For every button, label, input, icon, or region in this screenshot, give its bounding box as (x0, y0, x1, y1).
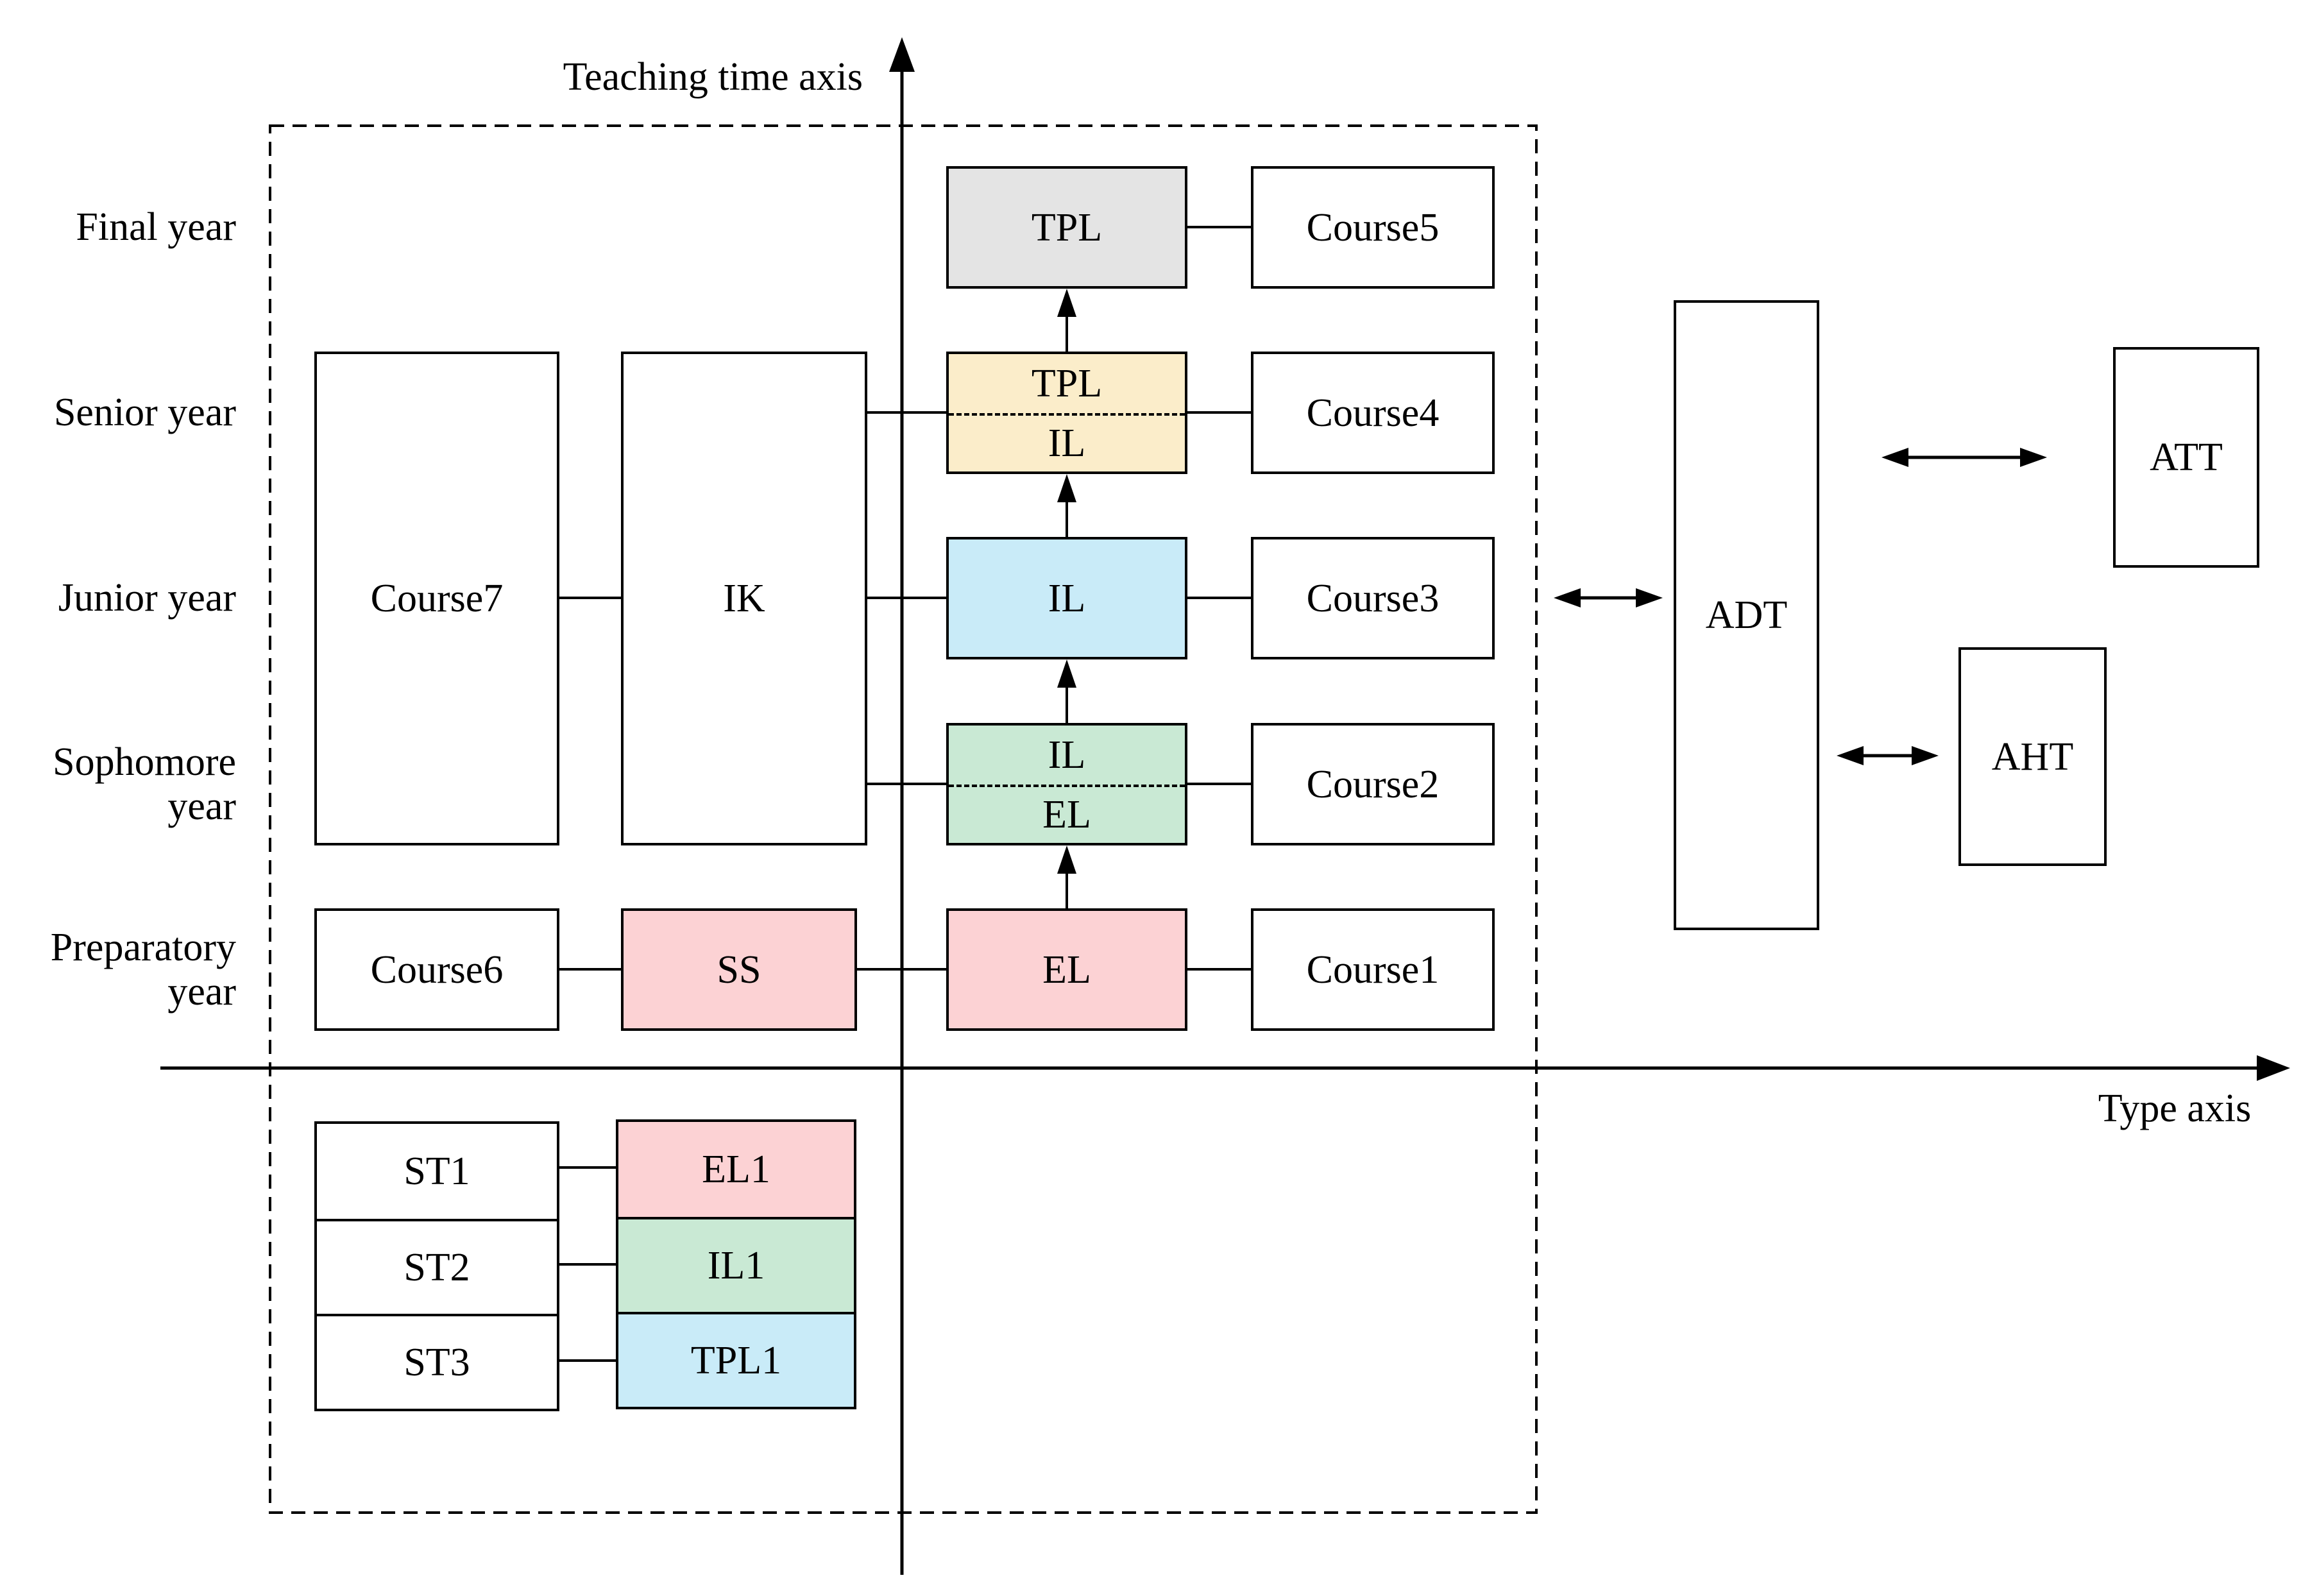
year-label-final: Final year (76, 205, 236, 249)
box-course1: Course1 (1251, 908, 1495, 1031)
box-st1: ST1 (403, 1150, 470, 1193)
year-label-sophomore: Sophomore year (53, 740, 236, 829)
box-sophomore-il-el: IL EL (946, 723, 1187, 845)
horizontal-connectors (559, 226, 1251, 1362)
box-senior-il-label: IL (949, 412, 1185, 472)
type-axis-label: Type axis (2098, 1087, 2252, 1130)
double-arrow-adt-aht (1837, 746, 1939, 765)
box-tpl1: TPL1 (618, 1311, 854, 1407)
box-el1: EL1 (618, 1122, 854, 1217)
box-course3: Course3 (1251, 537, 1495, 659)
box-tpl-final: TPL (946, 166, 1187, 289)
box-course7: Course7 (314, 352, 559, 845)
box-st2: ST2 (317, 1219, 557, 1314)
box-adt: ADT (1674, 300, 1819, 930)
teaching-time-axis-line (889, 37, 915, 1575)
box-il1: IL1 (618, 1217, 854, 1312)
box-st3: ST3 (317, 1313, 557, 1409)
box-aht: AHT (1958, 647, 2107, 866)
double-arrow-adt-att (1882, 448, 2047, 467)
box-senior-tpl-il: TPL IL (946, 352, 1187, 474)
box-course2: Course2 (1251, 723, 1495, 845)
upward-progression-arrows (1057, 289, 1076, 908)
box-ik: IK (621, 352, 867, 845)
year-label-preparatory: Preparatory year (50, 926, 236, 1014)
year-label-senior: Senior year (53, 391, 236, 434)
double-arrow-frame-adt (1554, 588, 1663, 607)
box-course6: Course6 (314, 908, 559, 1031)
box-course5: Course5 (1251, 166, 1495, 289)
box-sophomore-il-label: IL (1048, 733, 1086, 777)
box-sophomore-el-label: EL (949, 784, 1185, 844)
box-level1-stack: EL1 IL1 TPL1 (616, 1119, 856, 1409)
box-st-stack: ST1 ST2 ST3 (314, 1121, 559, 1411)
type-axis-line (160, 1055, 2290, 1081)
box-senior-tpl-label: TPL (1031, 361, 1103, 405)
box-il-junior: IL (946, 537, 1187, 659)
box-ss: SS (621, 908, 857, 1031)
box-course4: Course4 (1251, 352, 1495, 474)
box-att: ATT (2113, 347, 2259, 568)
teaching-time-axis-label: Teaching time axis (563, 55, 863, 99)
box-el-preparatory: EL (946, 908, 1187, 1031)
year-label-junior: Junior year (58, 576, 236, 620)
